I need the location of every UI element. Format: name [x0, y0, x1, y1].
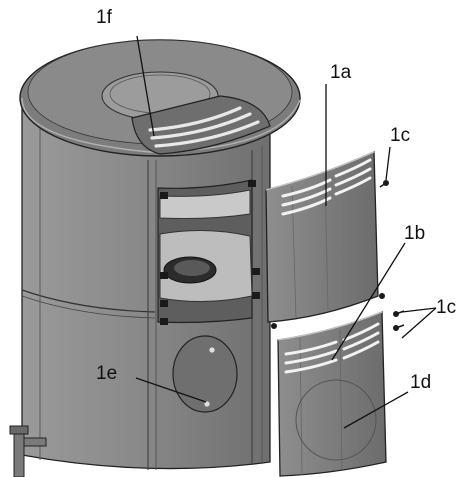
firebox-interior: [157, 179, 260, 325]
air-inlet-pipe: [9, 425, 47, 477]
upper-side-panel-1a: [265, 151, 379, 323]
label-1b: 1b: [404, 223, 426, 244]
top-grille-1f: [131, 95, 271, 155]
label-1f: 1f: [96, 7, 112, 28]
inspection-cover-1e: [172, 335, 238, 413]
label-1c-top: 1c: [390, 125, 411, 146]
label-1a: 1a: [330, 62, 352, 83]
leader-lines: [135, 35, 437, 429]
label-1d: 1d: [410, 372, 432, 393]
label-1c-mid: 1c: [436, 297, 457, 318]
label-1e: 1e: [96, 363, 118, 384]
lower-side-panel-1d: [277, 311, 387, 477]
